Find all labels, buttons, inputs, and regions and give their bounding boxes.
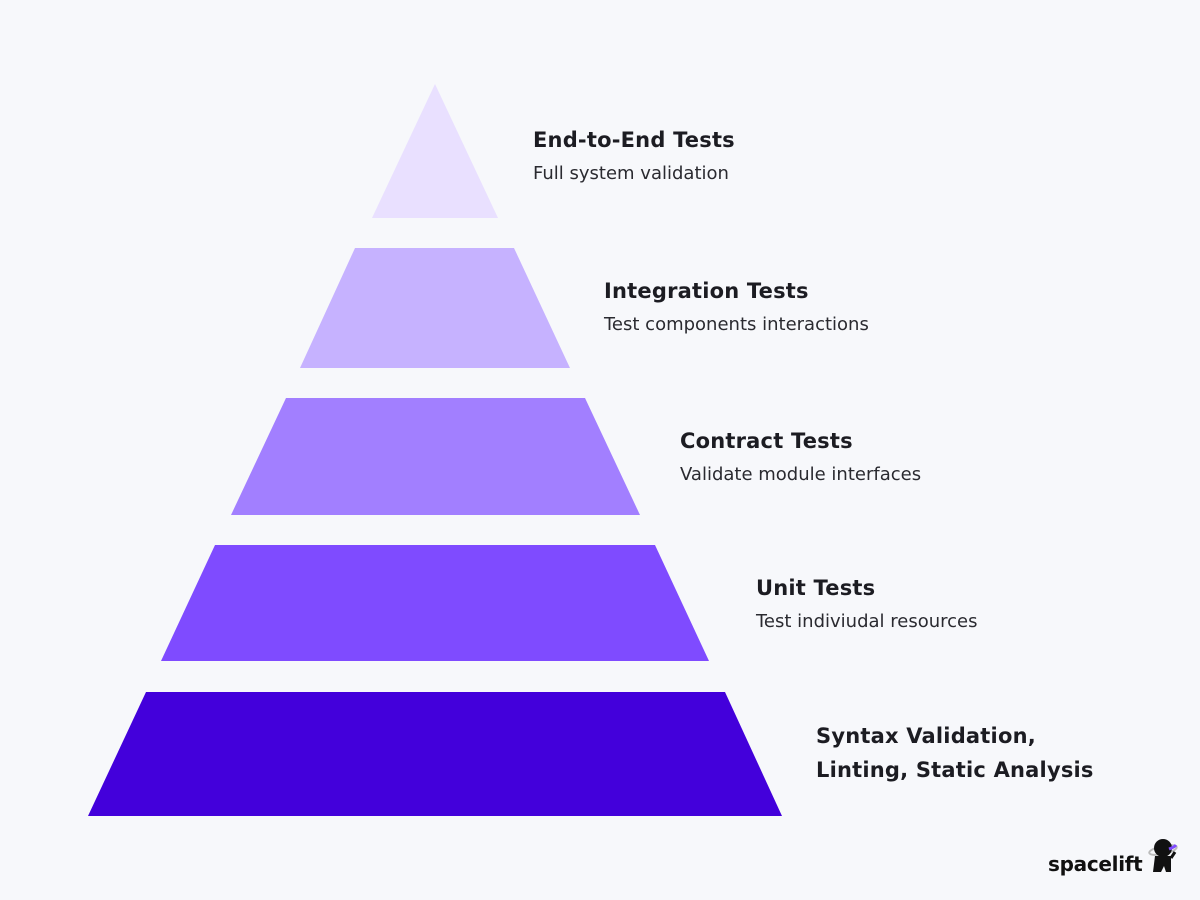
pyramid-tier-unit [161,545,709,661]
logo-text: spacelift [1048,852,1143,876]
label-unit: Unit Tests Test indiviudal resources [756,573,977,637]
label-integration: Integration Tests Test components intera… [604,276,869,340]
pyramid-tier-integration [300,248,570,368]
pyramid-tier-end-to-end [372,84,498,218]
astronaut-icon [1148,839,1179,872]
tier-title: Unit Tests [756,576,876,600]
tier-subtitle: Test indiviudal resources [756,611,978,632]
tier-title: Integration Tests [604,279,809,303]
tier-title-line1: Syntax Validation, [816,724,1036,748]
tier-title: Contract Tests [680,429,853,453]
pyramid-tier-contract [231,398,640,515]
label-syntax: Syntax Validation, Linting, Static Analy… [816,719,1094,787]
label-end-to-end: End-to-End Tests Full system validation [533,125,735,189]
pyramid-tier-syntax [88,692,782,816]
label-contract: Contract Tests Validate module interface… [680,426,921,490]
tier-title: End-to-End Tests [533,128,735,152]
tier-subtitle: Full system validation [533,163,729,184]
spacelift-logo: spacelift [1048,836,1179,876]
tier-subtitle: Test components interactions [604,314,869,335]
tier-title-line2: Linting, Static Analysis [816,758,1094,782]
tier-subtitle: Validate module interfaces [680,464,922,485]
